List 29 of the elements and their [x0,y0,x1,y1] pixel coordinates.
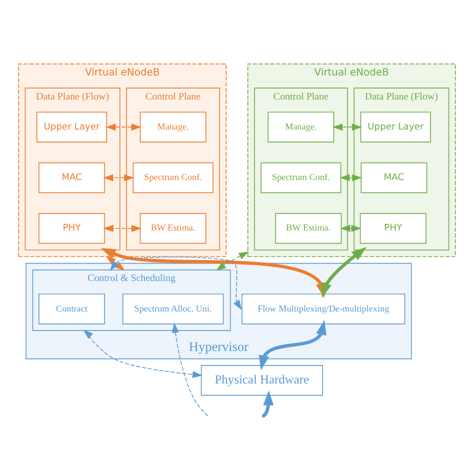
node-box: BW Estima. [275,213,342,244]
node-box: Upper Layer [360,112,431,142]
arrow [340,224,362,232]
node-box: BW Estima. [140,213,206,244]
arrow [83,330,203,378]
node-box: Upper Layer [36,112,108,142]
node-box: PHY [38,213,105,244]
arrow [172,322,208,416]
node-box: Manage. [140,112,206,142]
arrow [332,124,362,131]
arrow [106,124,142,131]
arrow [110,256,242,310]
node-box: MAC [360,162,428,194]
arrow [103,224,142,232]
node-box: Flow Multiplexing/De-multiplexing [242,294,406,324]
node-box: Manage. [268,112,334,142]
node-box: Spectrum Conf. [132,162,214,194]
arrow [258,320,326,370]
arrow [340,174,362,182]
arrow [321,246,367,298]
node-box: Spectrum Alloc. Uni. [122,294,224,324]
arrow [262,390,274,418]
node-box: Contract [38,294,105,324]
node-box: PHY [360,213,426,244]
node-box: Physical Hardware [200,365,323,396]
node-box: MAC [38,162,105,194]
arrow [216,252,249,271]
arrow [103,174,134,182]
node-box: Spectrum Conf. [260,162,342,194]
